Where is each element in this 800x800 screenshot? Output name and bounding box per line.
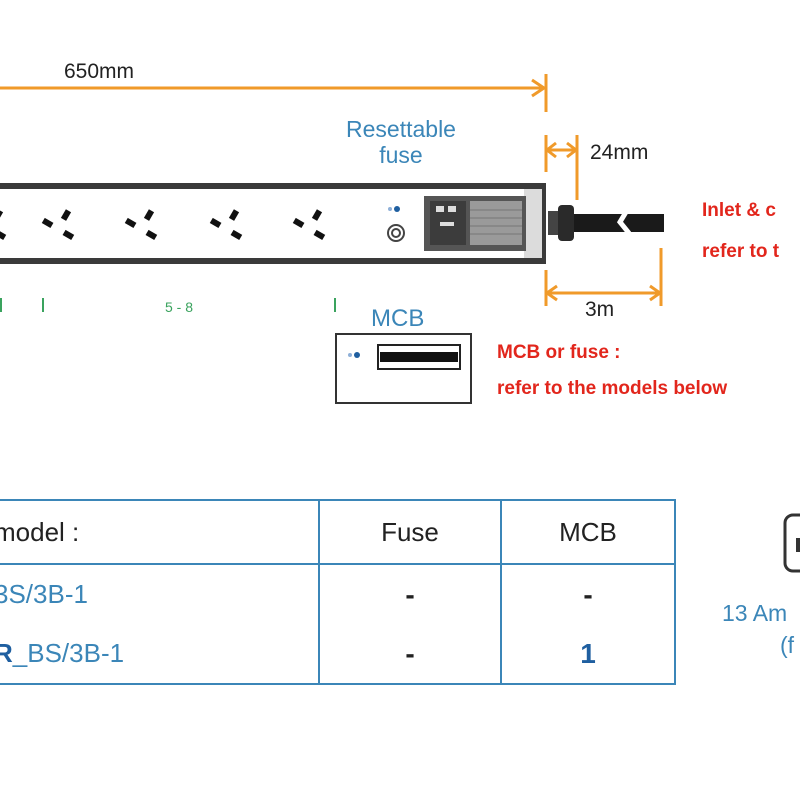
row-mcb-value: 1 — [580, 637, 596, 669]
power-indicator-icon — [388, 206, 400, 212]
resettable-fuse-icon — [387, 224, 405, 242]
power-cord — [548, 202, 664, 244]
row-mcb-value: - — [583, 578, 593, 610]
outlet-4 — [209, 209, 243, 241]
table-row: 3S/3B-1 - - — [0, 564, 676, 624]
bs-plug-icon — [783, 513, 800, 573]
mcb-title: MCB — [371, 305, 425, 332]
cord-length-dimension — [544, 248, 663, 306]
header-fuse: Fuse — [318, 499, 502, 565]
table-row: R_BS/3B-1 - 1 — [0, 624, 676, 684]
plug-label-line2: (f — [780, 632, 795, 658]
row-model: 3S/3B-1 — [0, 564, 320, 624]
inlet-offset-dimension — [544, 135, 579, 200]
table-header-row: model : Fuse MCB — [0, 499, 676, 565]
header-model-text: model : — [0, 516, 80, 547]
row-model: R_BS/3B-1 — [0, 624, 320, 684]
length-dimension — [0, 74, 548, 112]
mcb-note-line1: MCB or fuse : — [497, 342, 621, 363]
plug-label-line1: 13 Am — [722, 600, 788, 626]
header-mcb: MCB — [500, 499, 676, 565]
row-fuse: - — [318, 624, 502, 684]
outlet-1 — [0, 209, 7, 241]
row-fuse-value: - — [405, 637, 415, 669]
cord-length-label: 3m — [585, 298, 615, 321]
length-label: 650mm — [64, 60, 135, 83]
inlet-module — [424, 196, 526, 251]
row-model-suffix: _BS/3B-1 — [12, 638, 125, 668]
mcb-module — [335, 333, 472, 404]
resettable-fuse-title: Resettable fuse — [334, 116, 468, 168]
inlet-note-line1: Inlet & c — [702, 200, 776, 221]
resettable-fuse-line1: Resettable — [346, 116, 456, 142]
row-fuse: - — [318, 564, 502, 624]
resettable-fuse-line2: fuse — [379, 142, 423, 168]
outlet-2 — [41, 209, 75, 241]
outlet-3 — [124, 209, 158, 241]
row-model-prefix: R — [0, 638, 13, 668]
inlet-note-line2: refer to t — [702, 241, 780, 262]
row-fuse-value: - — [405, 578, 415, 610]
outlet-group-label: 5 - 8 — [165, 299, 194, 315]
header-model: model : — [0, 499, 320, 565]
row-model-suffix: 3S/3B-1 — [0, 579, 88, 609]
row-mcb: 1 — [500, 624, 676, 684]
outlet-5 — [292, 209, 326, 241]
inlet-offset-label: 24mm — [590, 141, 649, 164]
mcb-note-line2: refer to the models below — [497, 378, 728, 399]
row-mcb: - — [500, 564, 676, 624]
model-table: model : Fuse MCB 3S/3B-1 - - R_BS/3B-1 -… — [0, 499, 676, 685]
outlet-group-marks — [0, 298, 336, 312]
